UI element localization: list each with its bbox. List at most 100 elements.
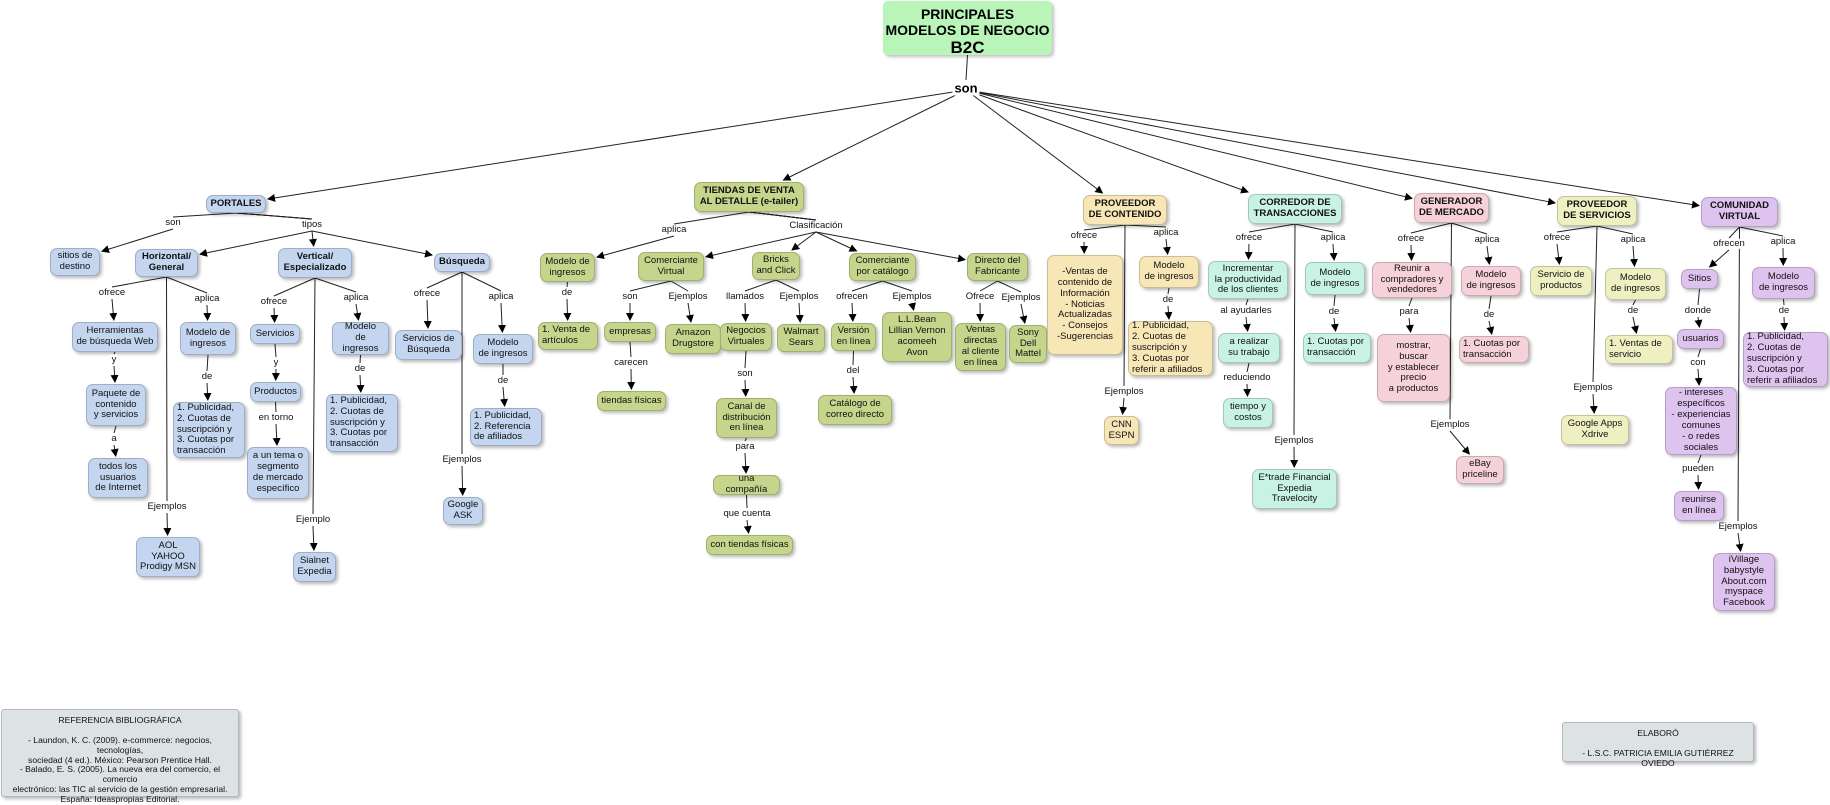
node-t-cat: Catálogo de correo directo — [818, 395, 892, 425]
edge-co-inc-co-real-b — [1246, 317, 1248, 331]
node-p-b-mod: Modelo de ingresos — [473, 334, 533, 364]
node-p-busq: Búsqueda — [434, 253, 490, 272]
link-label-cv-donde: donde — [1683, 306, 1713, 316]
edge-corredor-co-inc-b — [1249, 244, 1250, 259]
edge-cv-int-cv-reu-b — [1698, 475, 1699, 489]
edge-comunidad-cv-mod-a — [1740, 227, 1784, 236]
link-label-pv-ej: Ejemplo — [294, 515, 332, 525]
edge-s-mod-s-ventas-b — [1633, 317, 1636, 333]
edge-portales-p-vert-b — [312, 231, 314, 246]
node-c-cnn: CNN ESPN — [1104, 416, 1139, 445]
edge-mercado-m-reunir-b — [1411, 245, 1412, 260]
link-label-pv-ofrece: ofrece — [259, 297, 289, 307]
edge-m-reunir-m-mostrar-b — [1409, 318, 1411, 332]
node-corredor: CORREDOR DE TRANSACCIONES — [1248, 194, 1342, 224]
edge-p-horiz-p-h-mod-b — [207, 305, 208, 320]
edge-mercado-m-ebay-a — [1450, 223, 1452, 419]
edge-p-busq-p-b-mod-a — [462, 272, 501, 291]
node-p-v-serv: Servicios — [250, 324, 300, 344]
edge-p-busq-p-b-serv-a — [427, 272, 462, 288]
edge-p-busq-p-b-goo-b — [462, 466, 463, 495]
edge-mercado-m-ebay-b — [1450, 431, 1469, 454]
node-p-h-todos: todos los usuarios de Internet — [88, 458, 148, 498]
edge-t-bc-t-nv-b — [745, 303, 746, 321]
node-m-mod: Modelo de ingresos — [1461, 266, 1521, 296]
edge-t-nv-t-canal-a — [745, 351, 746, 368]
edge-p-v-prod-p-v-tema-a — [276, 402, 277, 412]
node-cv-usu: usuarios — [1677, 329, 1724, 349]
link-label-t-ofrece: Ofrece — [964, 292, 997, 302]
node-p-h-pub: 1. Publicidad, 2. Cuotas de suscripción … — [173, 402, 245, 458]
edge-tiendas-t-mod-a — [674, 212, 749, 224]
link-label-m-ej: Ejemplos — [1428, 420, 1471, 430]
node-t-tf: tiendas físicas — [597, 391, 666, 411]
edge-mercado-m-mod-b — [1487, 246, 1489, 264]
link-label-s-de: de — [1626, 306, 1641, 316]
edge-p-h-paq-p-h-todos-b — [114, 445, 116, 456]
edge-t-cv-t-amz-b — [688, 303, 691, 322]
edge-t-df-t-sony-a — [998, 281, 1022, 292]
edge-hub-portales — [268, 90, 966, 199]
link-label-ph-de: de — [200, 372, 215, 382]
edge-p-horiz-p-h-aol-b — [167, 513, 168, 535]
node-c-ventas: -Ventas de contenido de Información - No… — [1047, 255, 1123, 355]
link-label-cv-pueden: pueden — [1680, 464, 1716, 474]
link-label-m-aplica: aplica — [1473, 235, 1502, 245]
node-t-bc: Bricks and Click — [752, 252, 800, 280]
node-s-mod: Modelo de ingresos — [1605, 268, 1666, 300]
link-label-t-ej3: Ejemplos — [890, 292, 933, 302]
link-label-co-alay: al ayudarles — [1218, 306, 1273, 316]
node-contenido: PROVEEDOR DE CONTENIDO — [1083, 195, 1167, 225]
link-label-t-ofrecen: ofrecen — [834, 292, 870, 302]
link-label-s-ofrece: ofrece — [1542, 233, 1572, 243]
link-label-pb-aplica: aplica — [487, 292, 516, 302]
node-s-serv: Servicio de productos — [1530, 266, 1592, 296]
edge-p-h-mod-p-h-pub-b — [207, 383, 208, 400]
edge-t-vl-t-cat-a — [853, 351, 854, 365]
edge-p-busq-p-b-mod-b — [501, 303, 502, 332]
node-t-df: Directo del Fabricante — [967, 253, 1028, 281]
edge-co-real-co-tiempo-a — [1247, 363, 1249, 372]
edge-cv-usu-cv-int-b — [1698, 369, 1699, 385]
edge-t-cc-t-ll-a — [883, 281, 913, 291]
node-m-mostrar: mostrar, buscar y establecer precio a pr… — [1377, 334, 1450, 402]
edge-tiendas-t-cc-b — [816, 232, 857, 251]
edge-portales-p-busq-a — [236, 213, 312, 219]
edge-hub-mercado — [966, 90, 1412, 198]
edge-p-horiz-p-h-aol-a — [167, 277, 168, 501]
edge-t-mod-t-venta-b — [567, 299, 568, 320]
link-label-s-aplica: aplica — [1619, 235, 1648, 245]
link-label-pb-ofrece: ofrece — [412, 289, 442, 299]
link-label-pb-de: de — [496, 376, 511, 386]
title-line-1: PRINCIPALES MODELOS DE NEGOCIO — [883, 6, 1052, 38]
node-ref: REFERENCIA BIBLIOGRÁFICA - Laundon, K. C… — [1, 709, 239, 797]
link-label-m-para: para — [1397, 307, 1420, 317]
edge-comunidad-cv-sitios-b — [1710, 250, 1729, 267]
link-label-co-ej: Ejemplos — [1272, 436, 1315, 446]
node-p-h-herr: Herramientas de búsqueda Web — [72, 322, 158, 352]
link-label-pv-de: de — [353, 364, 368, 374]
edge-p-h-herr-p-h-paq-b — [114, 366, 115, 382]
edge-p-v-mod-p-v-pub-b — [360, 375, 361, 392]
link-label-cv-aplica: aplica — [1769, 237, 1798, 247]
title-line-2: B2C — [883, 38, 1052, 58]
node-t-vl: Versión en línea — [831, 323, 876, 351]
edge-m-mod-m-cuotas-a — [1489, 296, 1491, 309]
node-comunidad: COMUNIDAD VIRTUAL — [1701, 197, 1778, 227]
edge-p-horiz-p-h-herr-a — [112, 277, 167, 287]
edge-t-comp-t-ctf-a — [747, 495, 748, 508]
link-label-co-de: de — [1327, 307, 1342, 317]
node-c-mod: Modelo de ingresos — [1139, 256, 1199, 288]
link-label-c-ofrece: ofrece — [1069, 231, 1099, 241]
edge-co-mod-co-cuotas-a — [1334, 295, 1335, 306]
node-t-canal: Canal de distribución en línea — [716, 398, 777, 438]
edge-title-hub — [966, 55, 968, 80]
node-cv-reu: reunirse en línea — [1674, 491, 1724, 521]
node-t-comp: una compañía — [713, 475, 780, 495]
edge-p-v-serv-p-v-prod-a — [275, 344, 276, 357]
edge-c-mod-c-pub-b — [1168, 306, 1169, 319]
edge-p-vert-p-v-mod-b — [356, 304, 358, 320]
node-t-mod: Modelo de ingresos — [540, 253, 595, 282]
node-p-sitios: sitios de destino — [50, 248, 100, 276]
node-m-ebay: eBay priceline — [1456, 456, 1504, 484]
